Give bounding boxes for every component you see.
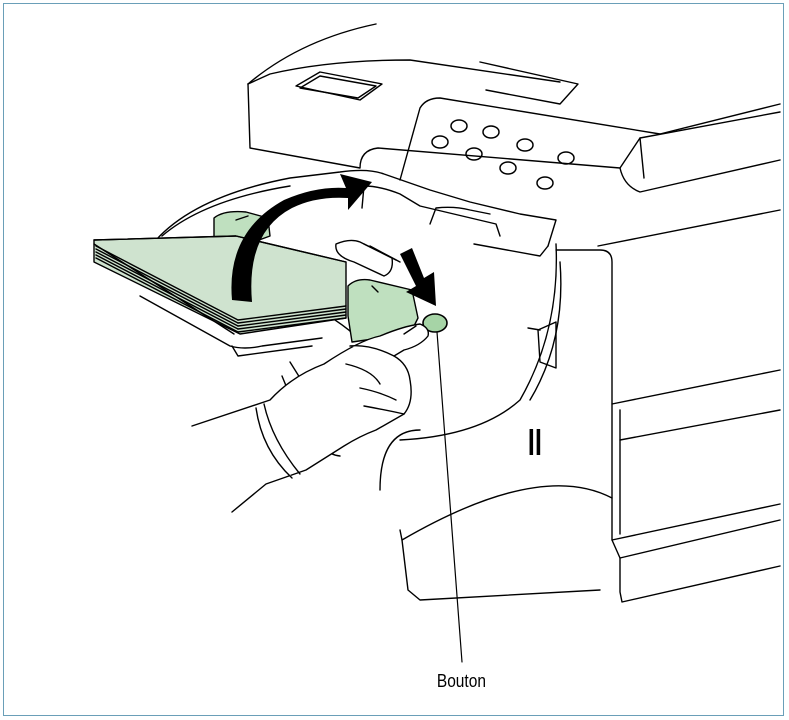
press-arrow [400, 248, 436, 306]
display-panel [295, 61, 579, 105]
paper-stack [93, 235, 347, 357]
rotate-arrow [231, 174, 372, 302]
release-button [422, 313, 448, 333]
printer-top [247, 23, 781, 193]
callout-leader [436, 331, 463, 663]
cassette-numeral: Ⅱ [526, 423, 544, 463]
printer-body [379, 209, 781, 603]
figure-frame [3, 3, 784, 716]
panel-buttons [431, 119, 575, 190]
hand [191, 323, 430, 513]
feed-rollers [335, 239, 401, 277]
callout-label-bouton: Bouton [436, 671, 486, 691]
